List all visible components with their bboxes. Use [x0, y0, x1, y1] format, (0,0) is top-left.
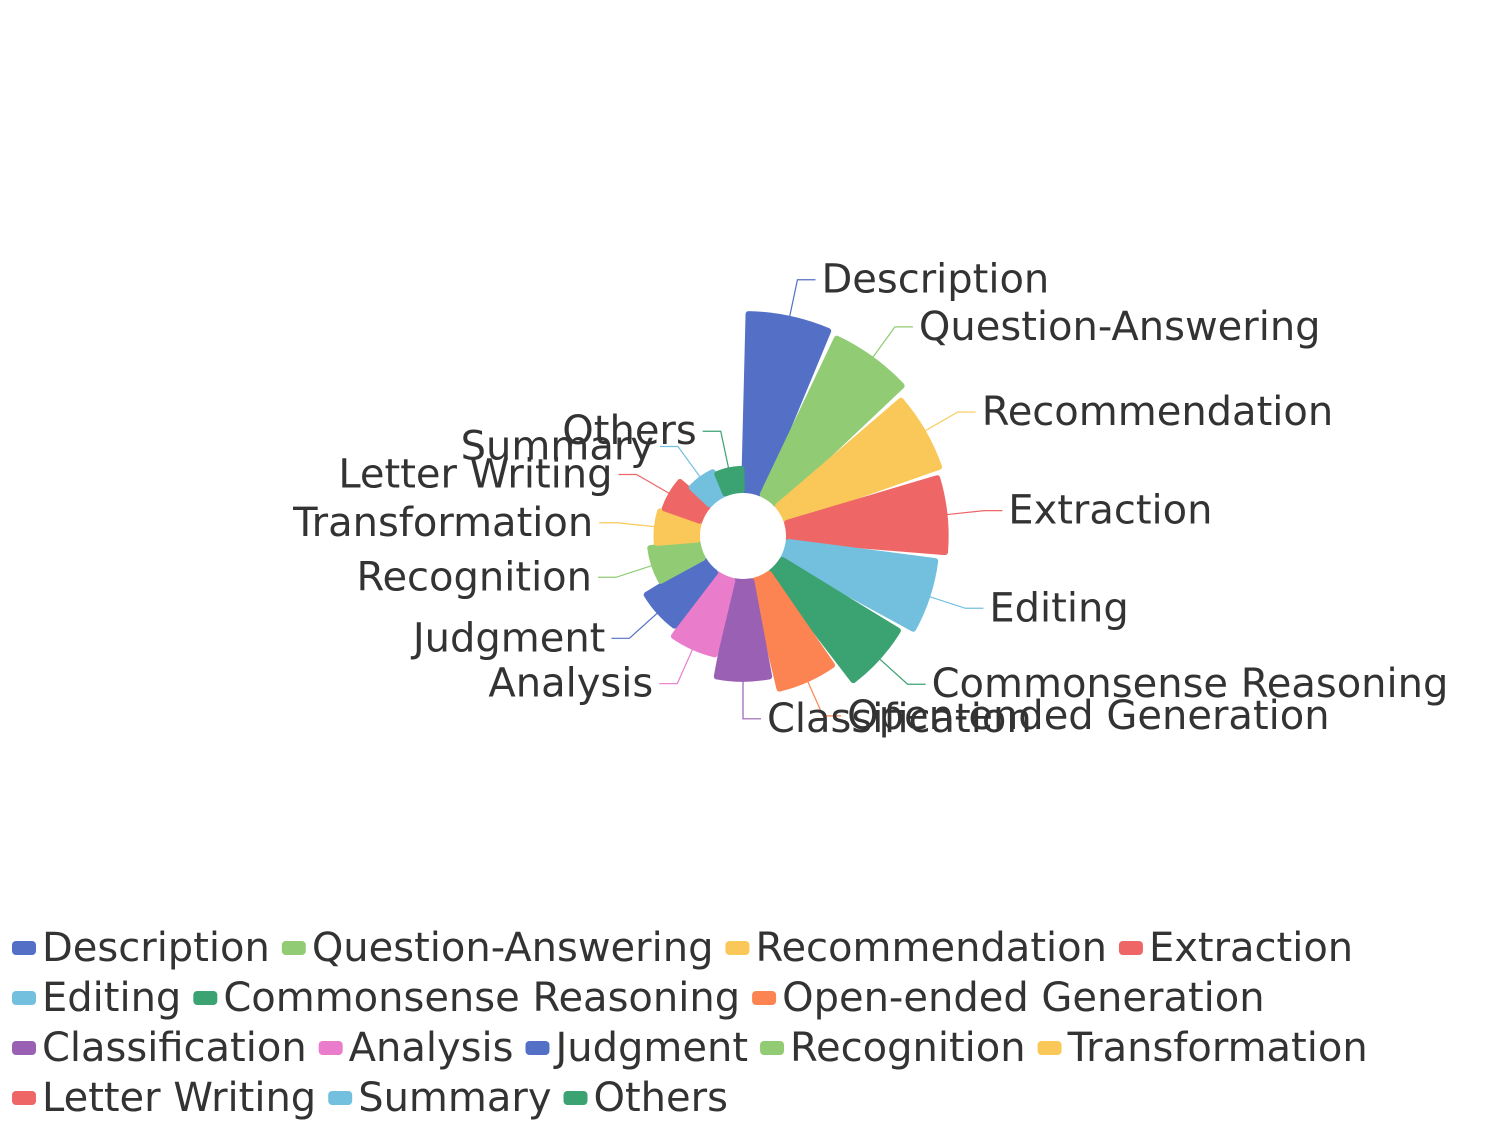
slice-analysis[interactable] — [670, 570, 736, 658]
legend-label: Classification — [42, 1025, 307, 1071]
legend-swatch — [328, 1091, 353, 1105]
label-recommendation: Recommendation — [982, 389, 1333, 435]
slice-open-ended-generation[interactable] — [750, 570, 836, 692]
legend-swatch — [563, 1091, 588, 1105]
legend-item-open-ended-generation[interactable]: Open-ended Generation — [752, 975, 1265, 1021]
legend-label: Recognition — [790, 1025, 1026, 1071]
leader-others — [702, 430, 731, 477]
legend-label: Analysis — [349, 1025, 514, 1071]
legend-swatch — [12, 941, 36, 955]
leader-recognition — [598, 562, 660, 578]
legend-item-recognition[interactable]: Recognition — [760, 1025, 1026, 1071]
legend-item-classification[interactable]: Classification — [12, 1025, 307, 1071]
leader-letter-writing — [618, 473, 677, 499]
leader-summary — [659, 445, 706, 485]
slice-classification[interactable] — [713, 578, 773, 682]
slice-letter-writing[interactable] — [661, 479, 712, 524]
slice-recognition[interactable] — [647, 538, 706, 584]
legend-label: Commonsense Reasoning — [223, 975, 740, 1021]
legend-item-transformation[interactable]: Transformation — [1037, 1025, 1368, 1071]
legend-swatch — [752, 991, 777, 1005]
legend-swatch — [281, 941, 306, 955]
label-others: Others — [562, 408, 696, 454]
label-extraction: Extraction — [1008, 488, 1212, 534]
label-recognition: Recognition — [356, 554, 592, 600]
legend-swatch — [525, 1041, 550, 1055]
legend-item-judgment[interactable]: Judgment — [525, 1025, 748, 1071]
leader-open-ended-generation — [803, 673, 842, 717]
label-description: Description — [821, 257, 1049, 303]
legend-label: Summary — [358, 1075, 551, 1121]
legend-label: Letter Writing — [42, 1075, 316, 1121]
legend-label: Extraction — [1149, 925, 1353, 971]
leader-question-answering — [867, 326, 913, 365]
label-editing: Editing — [989, 585, 1128, 631]
legend-swatch — [12, 1041, 36, 1055]
legend-item-description[interactable]: Description — [12, 925, 270, 971]
slice-question-answering[interactable] — [759, 335, 905, 508]
slice-others[interactable] — [714, 465, 745, 497]
leader-extraction — [938, 510, 1003, 517]
legend-label: Others — [594, 1075, 728, 1121]
slice-summary[interactable] — [688, 469, 727, 508]
label-transformation: Transformation — [292, 500, 593, 546]
legend-swatch — [1118, 941, 1143, 955]
label-open-ended-generation: Open-ended Generation — [847, 693, 1329, 739]
label-judgment: Judgment — [410, 615, 606, 661]
slice-extraction[interactable] — [784, 475, 949, 556]
legend-label: Question-Answering — [312, 925, 714, 971]
label-commonsense-reasoning: Commonsense Reasoning — [932, 661, 1449, 707]
legend-swatch — [760, 1041, 785, 1055]
leader-transformation — [599, 522, 664, 529]
legend-swatch — [318, 1041, 343, 1055]
legend-swatch — [1037, 1041, 1062, 1055]
leader-classification — [742, 672, 761, 720]
legend-label: Judgment — [552, 1025, 748, 1071]
slice-transformation[interactable] — [653, 508, 702, 546]
legend: Description Question-Answering Recommendat… — [12, 925, 1368, 1121]
label-classification: Classification — [767, 696, 1032, 742]
leader-analysis — [659, 641, 697, 685]
rose-slices — [643, 311, 949, 692]
legend-item-editing[interactable]: Editing — [12, 975, 181, 1021]
slice-judgment[interactable] — [643, 556, 719, 629]
legend-label: Transformation — [1067, 1025, 1368, 1071]
legend-item-letter-writing[interactable]: Letter Writing — [12, 1075, 316, 1121]
label-question-answering: Question-Answering — [919, 304, 1321, 350]
legend-item-commonsense-reasoning[interactable]: Commonsense Reasoning — [193, 975, 740, 1021]
legend-swatch — [725, 941, 750, 955]
legend-item-question-answering[interactable]: Question-Answering — [281, 925, 714, 971]
legend-label: Description — [42, 925, 270, 971]
legend-label: Open-ended Generation — [782, 975, 1264, 1021]
label-summary: Summary — [461, 423, 654, 469]
legend-item-recommendation[interactable]: Recommendation — [725, 925, 1107, 971]
slice-recommendation[interactable] — [774, 397, 943, 524]
legend-swatch — [12, 991, 36, 1005]
leader-judgment — [611, 607, 664, 639]
legend-label: Editing — [42, 975, 181, 1021]
legend-item-others[interactable]: Others — [563, 1075, 728, 1121]
slice-commonsense-reasoning[interactable] — [767, 556, 901, 684]
leader-recommendation — [917, 411, 976, 436]
leader-commonsense-reasoning — [873, 652, 926, 685]
slice-description[interactable] — [741, 311, 832, 497]
leader-editing — [921, 593, 984, 609]
slice-labels: DescriptionQuestion-AnsweringRecommendat… — [292, 257, 1448, 742]
legend-item-analysis[interactable]: Analysis — [318, 1025, 514, 1071]
legend-item-extraction[interactable]: Extraction — [1118, 925, 1353, 971]
slice-editing[interactable] — [780, 538, 939, 632]
leader-description — [787, 279, 816, 325]
label-letter-writing: Letter Writing — [338, 452, 612, 498]
legend-swatch — [12, 1091, 36, 1105]
label-analysis: Analysis — [488, 661, 653, 707]
legend-label: Recommendation — [755, 925, 1106, 971]
label-leader-lines — [598, 279, 1003, 720]
legend-item-summary[interactable]: Summary — [328, 1075, 552, 1121]
legend-swatch — [193, 991, 218, 1005]
